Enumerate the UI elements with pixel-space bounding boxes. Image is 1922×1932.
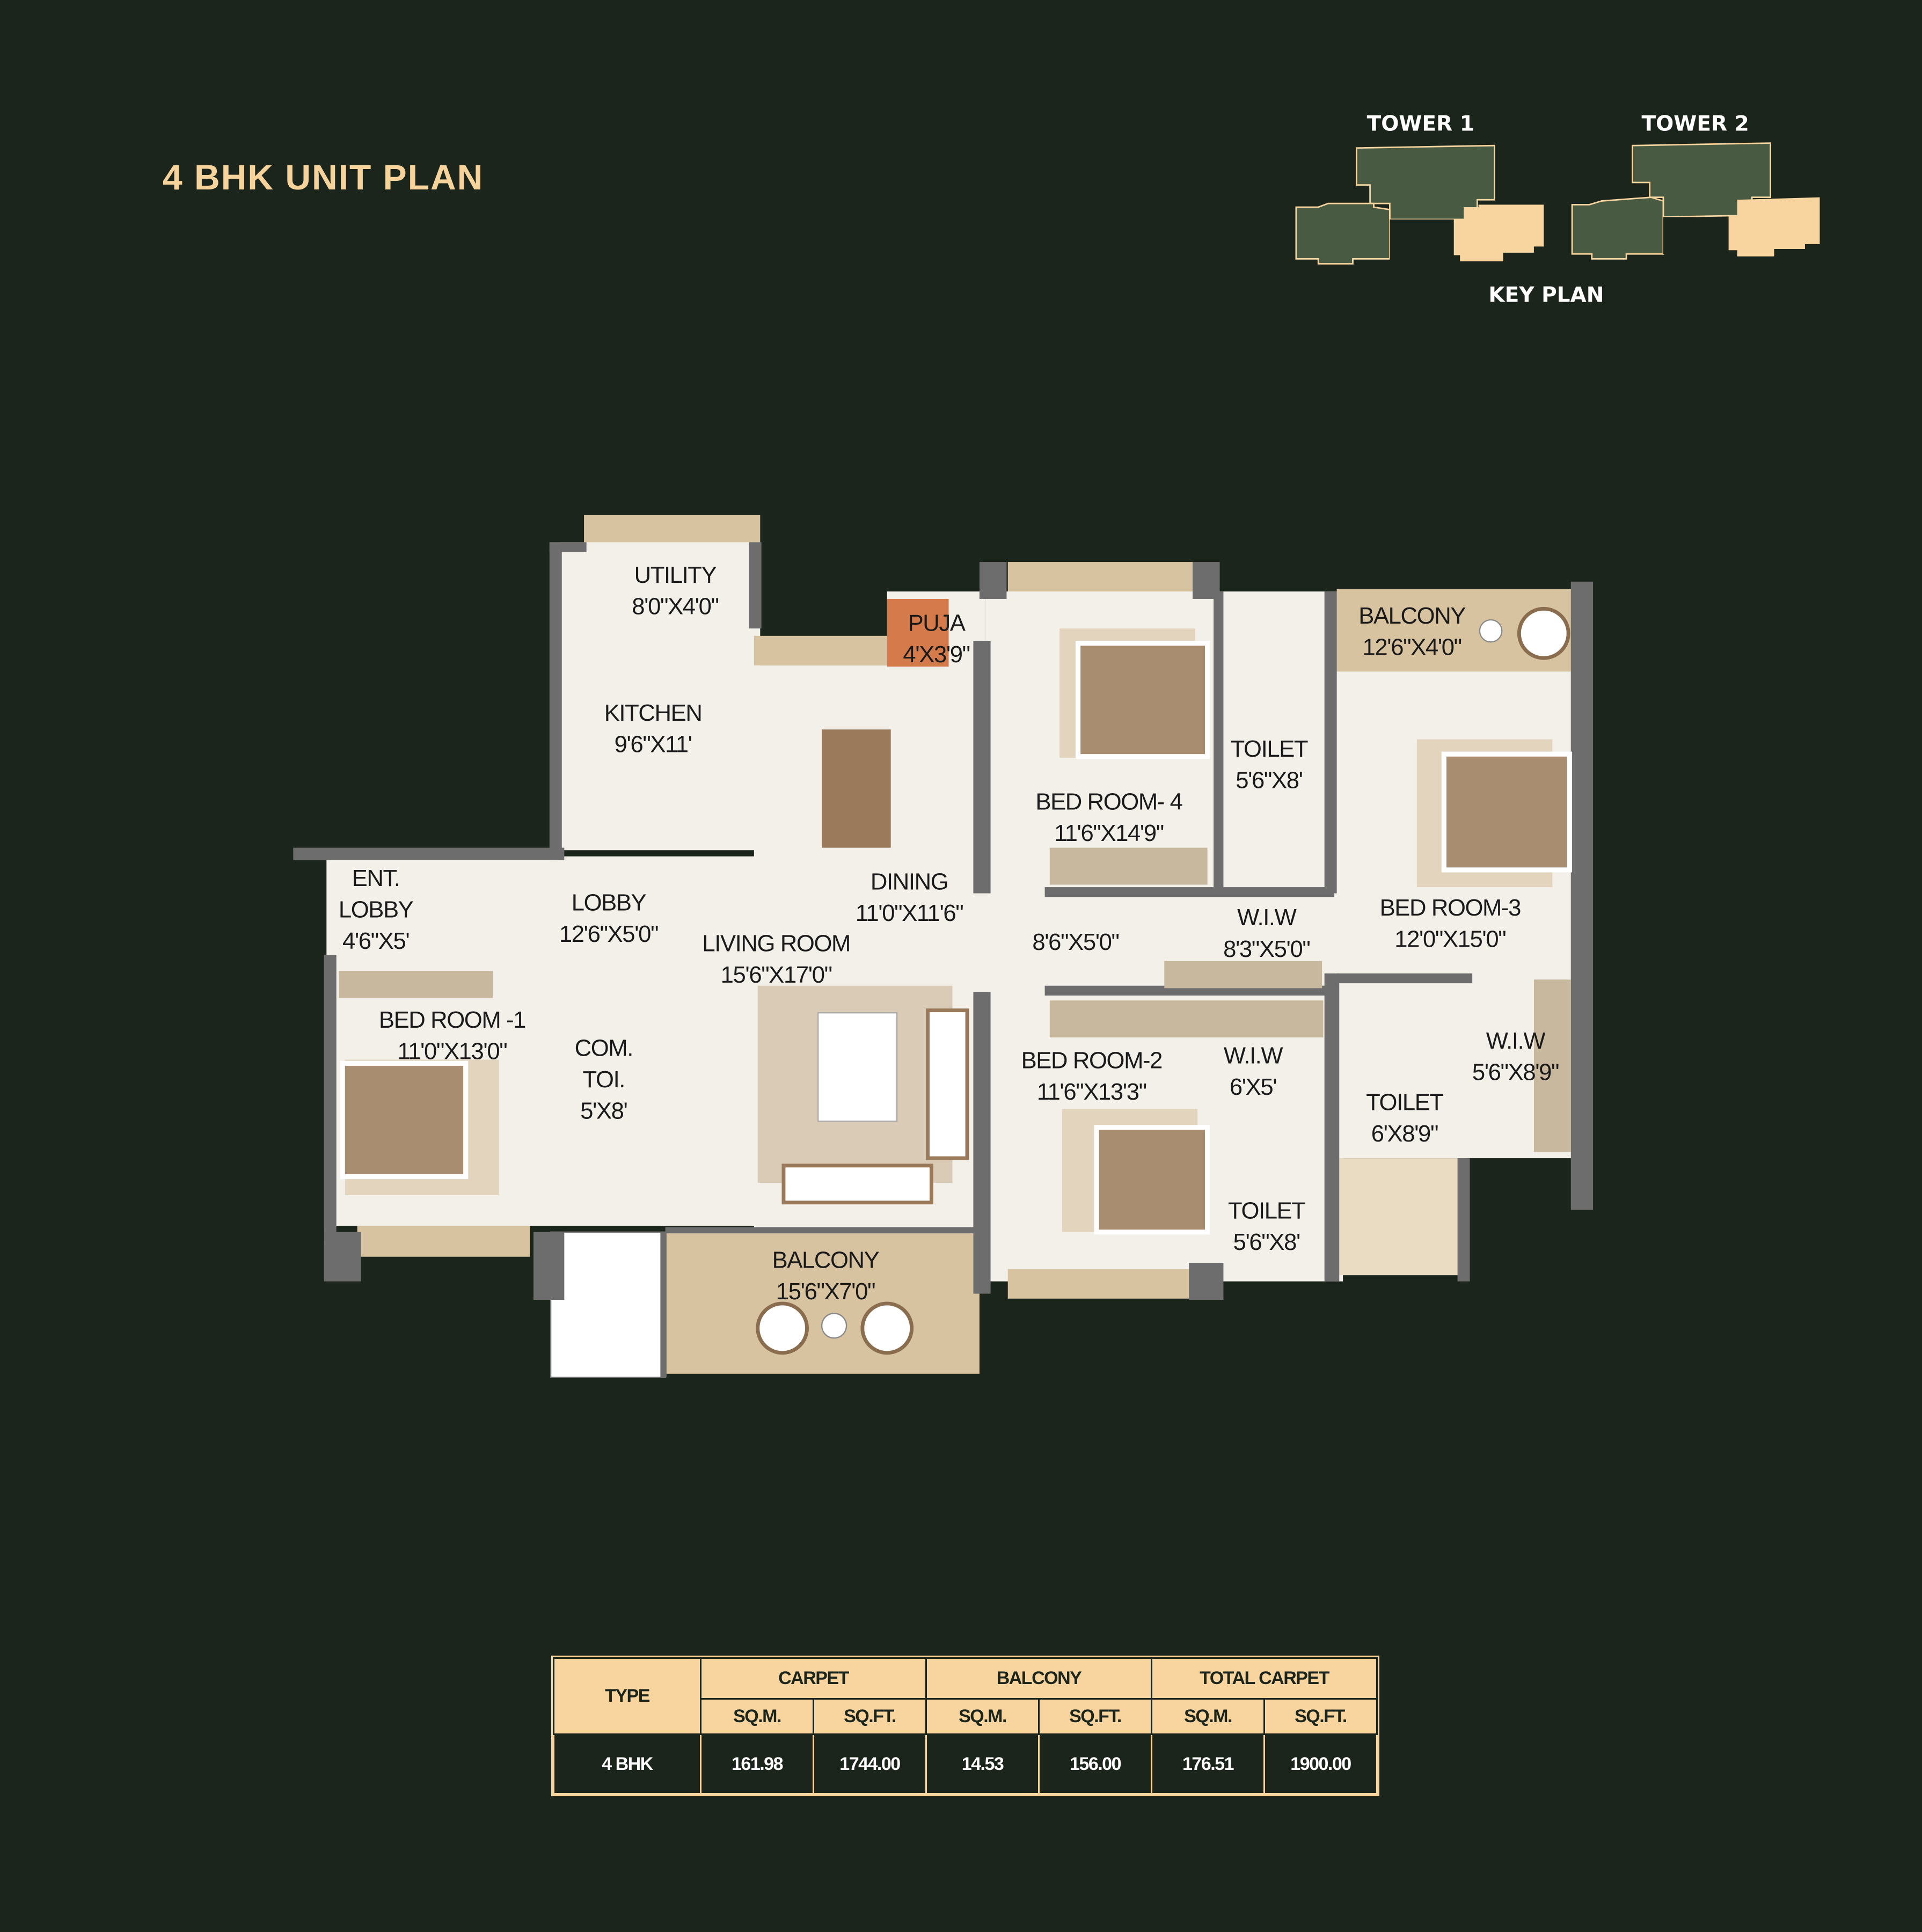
unit-header: SQ.M. — [925, 1698, 1040, 1735]
room-label-bedroom-4: 11'6"X14'9" — [1054, 821, 1164, 846]
room-label-balcony-living: BALCONY — [772, 1247, 880, 1273]
key-plan-tower-1-label: TOWER 1 — [1367, 112, 1474, 136]
furniture — [339, 598, 1573, 1355]
room-label-puja: 4'X3'9" — [903, 642, 969, 668]
room-label-bedroom-1: BED ROOM -1 — [379, 1007, 525, 1033]
total-sqm-cell: 176.51 — [1151, 1733, 1265, 1795]
wardrobe-bed-4 — [1049, 847, 1208, 885]
room-label-utility: 8'0"X4'0" — [632, 594, 718, 620]
key-plan: TOWER 1 TOWER 2 KEY PLAN — [1295, 112, 1820, 308]
room-label-wiw-bed4: 8'3"X5'0" — [1223, 936, 1310, 962]
room-label-living-room: LIVING ROOM — [702, 931, 850, 956]
wardrobe-bed-2 — [1049, 1000, 1324, 1038]
room-label-common-toilet: COM. — [575, 1036, 633, 1062]
room-label-lobby: LOBBY — [572, 890, 647, 916]
unit-header: SQ.M. — [1151, 1698, 1265, 1735]
carpet-sqm-cell: 161.98 — [700, 1733, 814, 1795]
room-label-wiw-bed4: W.I.W — [1237, 905, 1297, 931]
room-label-bedroom-2: 11'6"X13'3" — [1037, 1079, 1146, 1105]
room-label-bedroom-1: 11'0"X13'0" — [398, 1038, 507, 1064]
room-label-kitchen: 9'6"X11' — [615, 732, 692, 758]
type-header: TYPE — [553, 1657, 701, 1735]
room-label-toilet-bed4: 5'6"X8' — [1236, 767, 1302, 793]
balcony-chair-left — [756, 1301, 809, 1355]
coffee-table — [817, 1012, 898, 1122]
bed-2 — [1094, 1125, 1210, 1235]
unit-header: SQ.FT. — [813, 1698, 927, 1735]
room-label-dining: 11'0"X11'6" — [856, 901, 963, 926]
bed-1 — [340, 1060, 469, 1180]
wardrobe-bed-1 — [339, 971, 493, 998]
floor-areas — [326, 515, 1590, 1378]
room-label-puja: PUJA — [908, 611, 966, 636]
sofa-right — [926, 1008, 969, 1160]
wardrobe-bed-3 — [1533, 979, 1571, 1152]
room-label-passage: 8'6"X5'0" — [1032, 930, 1119, 955]
unit-floor-plan: UTILITY 8'0"X4'0" KITCHEN 9'6"X11' PUJA 4'X3'… — [293, 515, 1594, 1378]
room-label-living-room: 15'6"X17'0" — [721, 962, 832, 988]
room-label-entrance-lobby: 4'6"X5' — [342, 928, 409, 954]
room-label-balcony-bed3: BALCONY — [1358, 603, 1466, 629]
tower-2-outline — [1571, 142, 1820, 260]
room-label-common-toilet: 5'X8' — [580, 1099, 627, 1124]
room-label-toilet-bed4: TOILET — [1231, 736, 1308, 762]
room-label-bedroom-4: BED ROOM- 4 — [1035, 789, 1182, 815]
puja-unit — [887, 598, 949, 667]
room-label-utility: UTILITY — [634, 562, 717, 588]
page-title: 4 BHK UNIT PLAN — [163, 157, 484, 197]
key-plan-label: KEY PLAN — [1488, 283, 1604, 308]
room-label-bedroom-3: BED ROOM-3 — [1380, 895, 1521, 921]
room-labels: UTILITY 8'0"X4'0" KITCHEN 9'6"X11' PUJA 4'X3'… — [339, 562, 1560, 1305]
key-plan-tower-2-label: TOWER 2 — [1642, 112, 1749, 136]
area-table: TYPE CARPET BALCONY TOTAL CARPET SQ.M. S… — [551, 1656, 1379, 1796]
room-label-dining: DINING — [871, 869, 948, 895]
room-label-kitchen: KITCHEN — [604, 700, 702, 726]
room-label-bedroom-3: 12'0"X15'0" — [1394, 926, 1506, 952]
bed-4 — [1075, 640, 1210, 759]
carpet-sqft-cell: 1744.00 — [813, 1733, 927, 1795]
balcony-table — [821, 1313, 847, 1339]
type-cell: 4 BHK — [553, 1733, 701, 1795]
unit-header: SQ.M. — [700, 1698, 814, 1735]
unit-header: SQ.FT. — [1263, 1698, 1378, 1735]
room-label-bedroom-2: BED ROOM-2 — [1021, 1048, 1163, 1074]
room-label-balcony-living: 15'6"X7'0" — [776, 1279, 875, 1305]
room-label-wiw-bed2: 6'X5' — [1230, 1074, 1276, 1100]
room-label-toilet-bed2: 5'6"X8' — [1233, 1230, 1300, 1255]
balcony-header: BALCONY — [925, 1657, 1152, 1700]
room-label-wiw-bed3: W.I.W — [1486, 1028, 1546, 1054]
balcony-sqft-cell: 156.00 — [1038, 1733, 1152, 1795]
unit-header: SQ.FT. — [1038, 1698, 1152, 1735]
total-sqft-cell: 1900.00 — [1263, 1733, 1378, 1795]
walls — [293, 542, 1594, 1378]
room-label-entrance-lobby: LOBBY — [339, 897, 414, 923]
table-row: 4 BHK 161.98 1744.00 14.53 156.00 176.51… — [553, 1733, 1378, 1795]
balcony-chair-right — [860, 1301, 914, 1355]
total-carpet-header: TOTAL CARPET — [1151, 1657, 1378, 1700]
sofa-bottom — [781, 1163, 933, 1205]
balcony-top-table — [1479, 619, 1503, 643]
carpet-header: CARPET — [700, 1657, 927, 1700]
room-label-entrance-lobby: ENT. — [352, 866, 400, 891]
room-label-lobby: 12'6"X5'0" — [559, 921, 658, 947]
room-label-common-toilet: TOI. — [583, 1067, 625, 1093]
dining-table — [822, 729, 891, 848]
wardrobe-wiw — [1164, 961, 1322, 989]
room-label-toilet-bed3: TOILET — [1366, 1090, 1443, 1116]
room-label-toilet-bed2: TOILET — [1228, 1198, 1305, 1224]
room-label-wiw-bed3: 5'6"X8'9" — [1472, 1059, 1559, 1085]
room-label-balcony-bed3: 12'6"X4'0" — [1363, 634, 1461, 660]
balcony-sqm-cell: 14.53 — [925, 1733, 1040, 1795]
room-label-wiw-bed2: W.I.W — [1224, 1043, 1284, 1069]
bed-3 — [1441, 751, 1573, 873]
balcony-top-chair — [1517, 606, 1570, 660]
room-label-toilet-bed3: 6'X8'9" — [1371, 1121, 1438, 1147]
tower-1-outline — [1295, 144, 1544, 265]
